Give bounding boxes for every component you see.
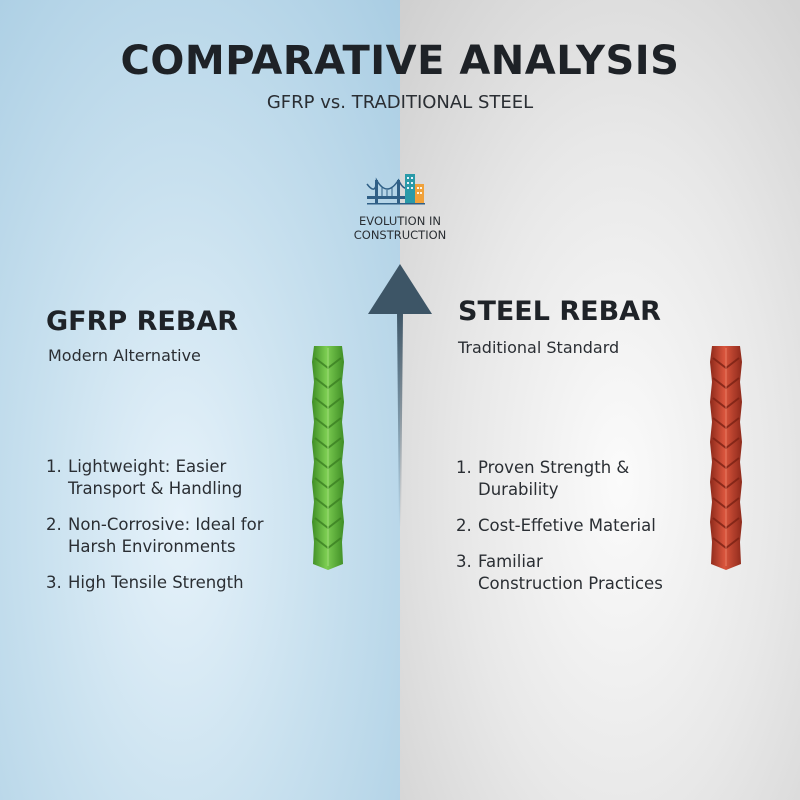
evolution-badge: EVOLUTION IN CONSTRUCTION: [330, 170, 470, 242]
steel-rebar-image: [710, 346, 742, 570]
list-item: 2. Non-Corrosive: Ideal for Harsh Enviro…: [46, 515, 264, 556]
gfrp-subtitle: Modern Alternative: [48, 346, 201, 365]
steel-subtitle: Traditional Standard: [458, 338, 620, 357]
list-item: 1. Proven Strength & Durability: [456, 458, 630, 499]
gfrp-rebar-image: [312, 346, 344, 570]
list-item: 2. Cost-Effetive Material: [456, 516, 656, 535]
page-subtitle: GFRP vs. TRADITIONAL STEEL: [266, 92, 534, 113]
gfrp-benefits-list: 1. Lightweight: Easier Transport & Handl…: [46, 456, 306, 608]
steel-benefits-list: 1. Proven Strength & Durability 2. Cost-…: [456, 457, 696, 609]
list-item: 3. Familiar Construction Practices: [456, 552, 663, 593]
upward-arrow-icon: [368, 264, 432, 527]
gfrp-title: GFRP REBAR: [46, 306, 239, 337]
list-item: 1. Lightweight: Easier Transport & Handl…: [46, 457, 243, 498]
list-item: 3. High Tensile Strength: [46, 573, 244, 592]
steel-title: STEEL REBAR: [458, 296, 661, 327]
evolution-badge-label: EVOLUTION IN CONSTRUCTION: [353, 214, 447, 242]
page-title: COMPARATIVE ANALYSIS: [120, 38, 680, 84]
bridge-and-building-icon: [366, 174, 425, 205]
